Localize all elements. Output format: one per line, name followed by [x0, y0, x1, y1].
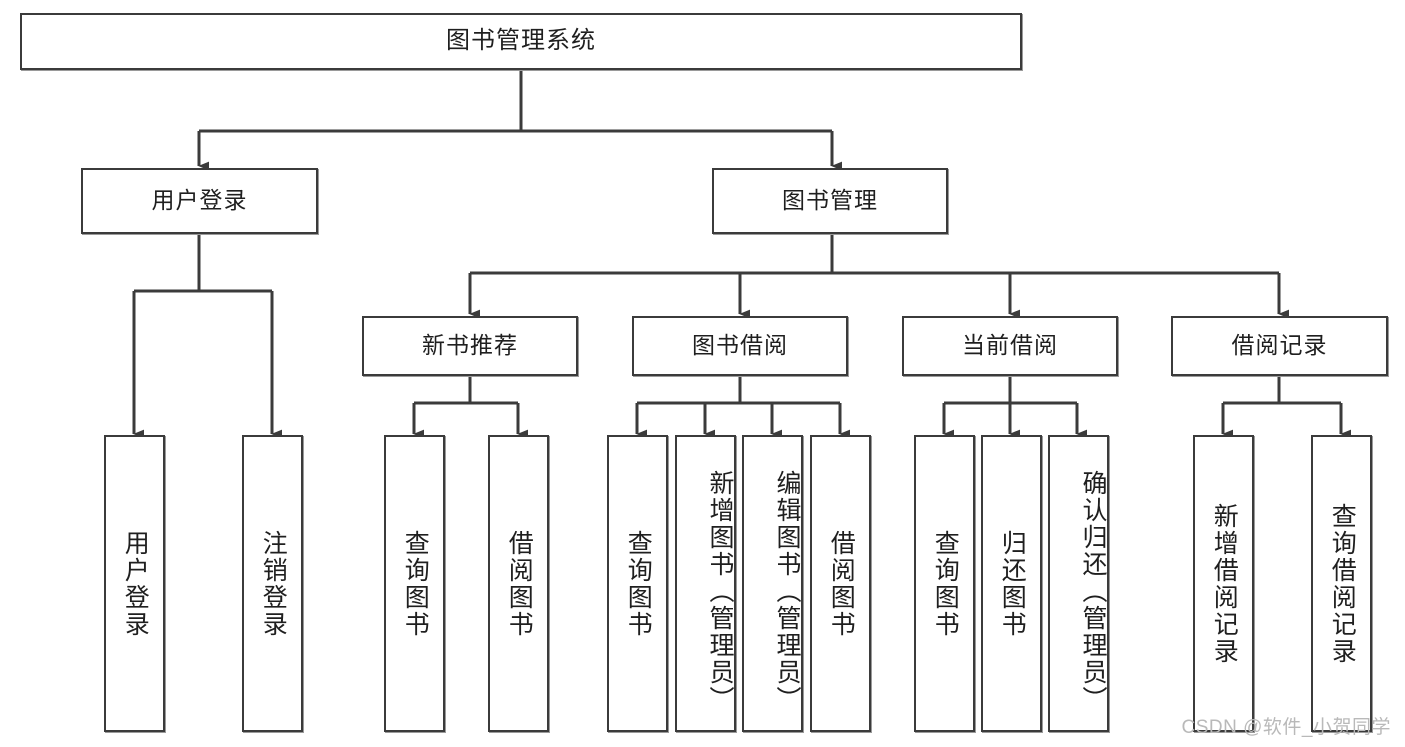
node-current-borrow[interactable]: 当前借阅	[902, 316, 1118, 376]
node-root-system[interactable]: 图书管理系统	[20, 13, 1022, 70]
leaf-return-book[interactable]: 归还图书	[981, 435, 1042, 732]
leaf-logout[interactable]: 注销登录	[242, 435, 303, 732]
leaf-user-login[interactable]: 用户登录	[104, 435, 165, 732]
leaf-query-book-recommend[interactable]: 查询图书	[384, 435, 445, 732]
leaf-query-borrow-record[interactable]: 查询借阅记录	[1311, 435, 1372, 732]
node-book-borrow[interactable]: 图书借阅	[632, 316, 848, 376]
leaf-add-borrow-record[interactable]: 新增借阅记录	[1193, 435, 1254, 732]
leaf-borrow-book[interactable]: 借阅图书	[810, 435, 871, 732]
leaf-query-book-borrow[interactable]: 查询图书	[607, 435, 668, 732]
node-user-login-module[interactable]: 用户登录	[81, 168, 318, 234]
node-new-book-recommend[interactable]: 新书推荐	[362, 316, 578, 376]
leaf-edit-book-admin[interactable]: 编辑图书（管理员）	[742, 435, 803, 732]
node-borrow-record[interactable]: 借阅记录	[1171, 316, 1388, 376]
node-book-management-module[interactable]: 图书管理	[712, 168, 948, 234]
leaf-borrow-book-recommend[interactable]: 借阅图书	[488, 435, 549, 732]
watermark-text: CSDN @软件_小贺同学	[1181, 717, 1391, 738]
leaf-add-book-admin[interactable]: 新增图书（管理员）	[675, 435, 736, 732]
leaf-confirm-return-admin[interactable]: 确认归还（管理员）	[1048, 435, 1109, 732]
leaf-query-book-current[interactable]: 查询图书	[914, 435, 975, 732]
